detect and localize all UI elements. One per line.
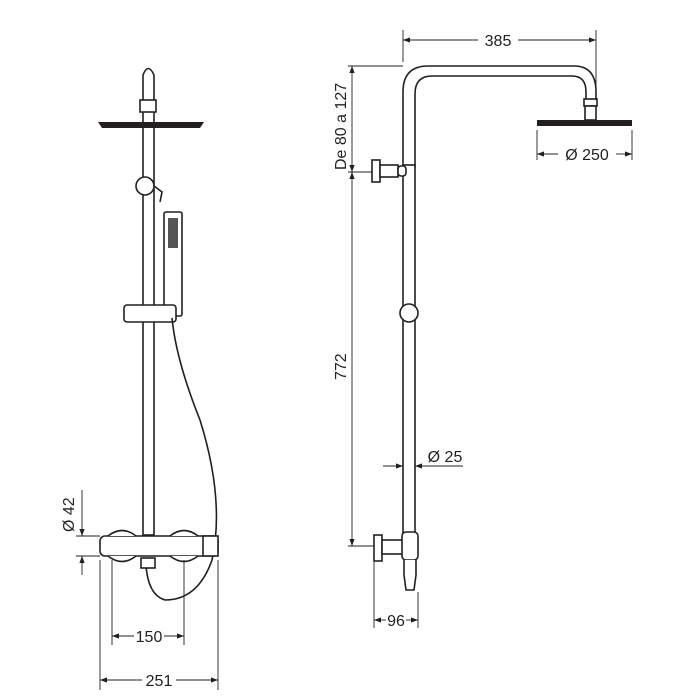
dim-mixer-diameter: Ø 42 (61, 497, 78, 532)
front-diverter-knob (135, 176, 155, 196)
slider-bracket (123, 304, 177, 323)
dim-wall-bracket-height: De 80 a 127 (333, 83, 350, 170)
side-mixer-body (401, 531, 419, 561)
mixer-eccentric (381, 539, 405, 555)
dim-head-diameter: Ø 250 (565, 147, 609, 164)
wall-bracket-plate (371, 159, 381, 183)
dim-mixer-width: 251 (146, 673, 173, 690)
dim-pipe-diameter: Ø 25 (428, 449, 463, 466)
hose-connector (140, 557, 156, 569)
side-shower-head (537, 120, 632, 126)
dim-column-height: 772 (333, 353, 350, 380)
dim-mixer-projection: 96 (387, 613, 405, 630)
side-slider-knob (399, 303, 419, 323)
side-head-connector (584, 105, 597, 121)
side-head-swivel (583, 98, 598, 107)
side-column-pipe (402, 164, 416, 541)
wall-bracket-arm (379, 164, 399, 178)
front-diverter-lever (153, 185, 163, 203)
side-view (371, 65, 632, 591)
mixer-knob-left (107, 529, 137, 563)
side-top-arm (402, 65, 597, 168)
hand-shower-nozzles (168, 218, 178, 248)
front-shower-head (98, 122, 204, 128)
side-outlet-spout (403, 560, 417, 591)
wall-bracket-clamp (397, 165, 407, 177)
mixer-outlet (202, 535, 219, 557)
side-dimensions: 385 Ø 250 De 80 a 127 772 Ø 25 96 (333, 30, 633, 630)
dim-arm-length: 385 (485, 33, 512, 50)
mixer-wall-plate (373, 534, 383, 562)
dim-inlet-spacing: 150 (136, 629, 163, 646)
thermostatic-mixer-body (99, 535, 219, 557)
front-top-arm (142, 67, 155, 100)
front-dimensions: Ø 42 150 251 (61, 490, 219, 690)
front-head-connector (139, 99, 157, 113)
front-view (98, 67, 219, 601)
